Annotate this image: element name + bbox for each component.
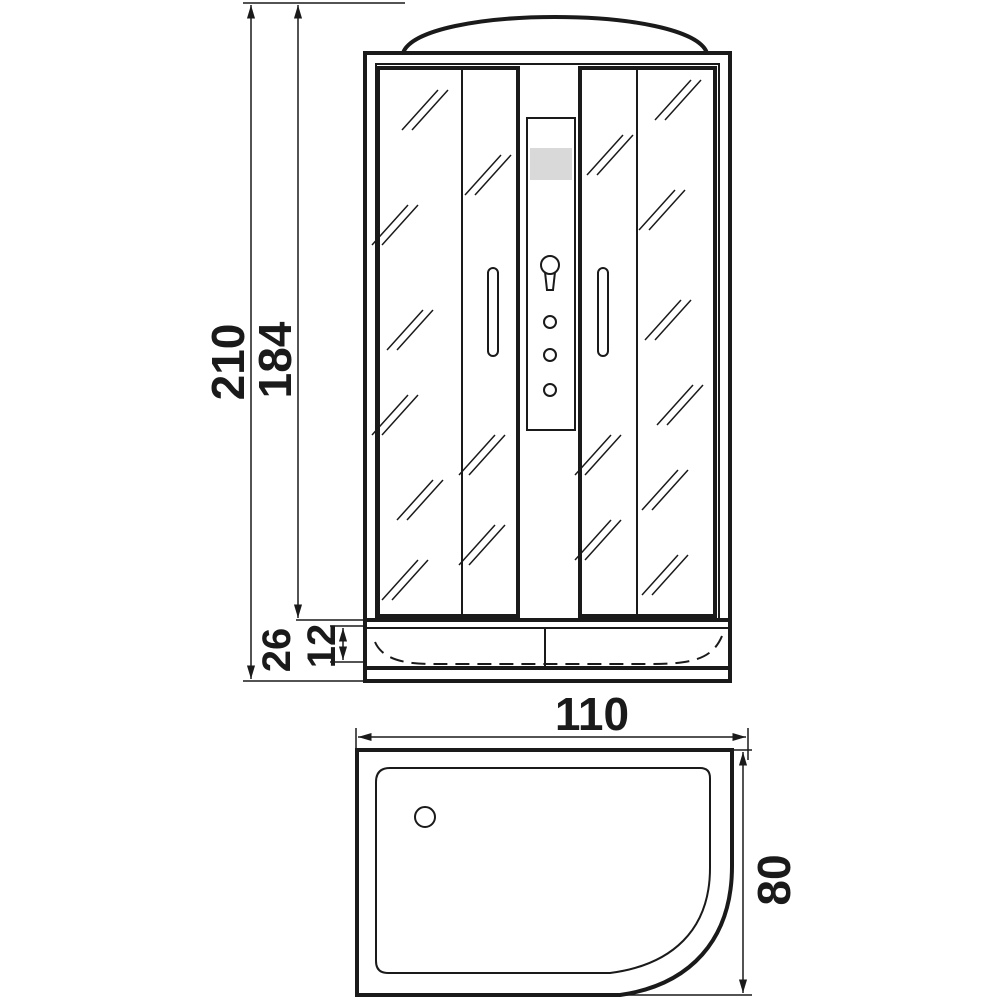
jet-nozzle-icon (543, 348, 557, 362)
glass-reflection-mark (381, 204, 419, 246)
cabin-frame (363, 51, 732, 683)
glass-reflection-mark (464, 154, 502, 196)
glass-reflection-mark (468, 434, 506, 476)
glass-reflection-mark (381, 559, 419, 601)
glass-reflection-mark (644, 299, 682, 341)
shower-head-icon (540, 255, 560, 275)
glass-reflection-mark (458, 524, 496, 566)
glass-reflection-mark (574, 434, 612, 476)
glass-reflection-mark (381, 394, 419, 436)
roof-dome (401, 15, 709, 54)
glass-reflection-mark (396, 309, 434, 351)
glass-reflection-mark (666, 384, 704, 426)
glass-reflection-mark (596, 134, 634, 176)
shower-panel (526, 117, 576, 431)
tray-front (365, 618, 730, 670)
jet-nozzle-icon (543, 383, 557, 397)
glass-reflection-mark (641, 469, 679, 511)
glass-reflection-mark (656, 384, 694, 426)
glass-reflection-mark (574, 519, 612, 561)
glass-reflection-mark (468, 524, 506, 566)
glass-reflection-mark (458, 434, 496, 476)
glass-reflection-mark (371, 394, 409, 436)
glass-reflection-mark (371, 204, 409, 246)
left-door-handle (487, 267, 499, 357)
cabin-height-label: 184 (249, 321, 301, 398)
depth-label: 80 (748, 854, 800, 905)
tray-inner-basin (375, 767, 711, 974)
glass-reflections (371, 79, 704, 601)
glass-reflection-mark (584, 434, 622, 476)
right-door (578, 66, 717, 618)
panel-display (530, 148, 572, 180)
width-label: 110 (555, 688, 629, 740)
glass-reflection-mark (391, 559, 429, 601)
glass-reflection-mark (386, 309, 424, 351)
glass-reflection-mark (664, 79, 702, 121)
tray-outline (355, 748, 734, 997)
tray-hidden-contour (374, 635, 723, 666)
glass-reflection-mark (641, 554, 679, 596)
glass-reflection-mark (401, 89, 439, 131)
glass-reflection-mark (411, 89, 449, 131)
glass-reflection-mark (654, 299, 692, 341)
jet-nozzle-icon (543, 315, 557, 329)
glass-reflection-mark (648, 189, 686, 231)
drain-icon (414, 806, 436, 828)
glass-reflection-mark (651, 469, 689, 511)
tray-top-view: 110 80 (355, 688, 800, 997)
height-dimensions: 210 184 26 12 (202, 2, 405, 682)
glass-reflection-mark (651, 554, 689, 596)
left-door (376, 66, 520, 618)
glass-reflection-mark (638, 189, 676, 231)
glass-reflection-mark (584, 519, 622, 561)
glass-reflection-mark (654, 79, 692, 121)
tray-inner-height-label: 12 (300, 624, 344, 669)
total-height-label: 210 (202, 324, 254, 401)
front-view (363, 15, 732, 683)
glass-reflection-mark (474, 154, 512, 196)
glass-reflection-mark (396, 479, 434, 521)
right-door-handle (597, 267, 609, 357)
glass-reflection-mark (406, 479, 444, 521)
tray-height-label: 26 (255, 628, 299, 673)
glass-reflection-mark (586, 134, 624, 176)
